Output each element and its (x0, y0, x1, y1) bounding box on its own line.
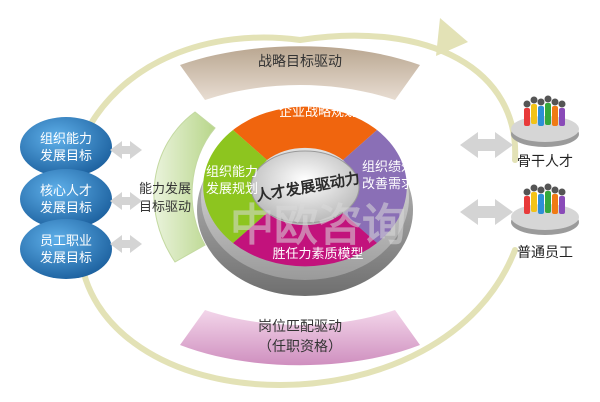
left-double-arrow-2 (110, 192, 142, 210)
goal-circle-3: 员工职业 发展目标 (20, 219, 112, 279)
people-group-1: 骨干人才 (511, 95, 579, 170)
segment-top (233, 106, 377, 160)
bottom-drive-band (180, 310, 420, 366)
watermark: 中欧咨询 (230, 200, 406, 251)
right-double-arrow-2 (460, 199, 513, 225)
goal-1-line1: 组织能力 (40, 132, 92, 147)
segment-bottom-label: 胜任力素质模型 (272, 247, 363, 262)
goal-circle-2: 核心人才 发展目标 (20, 169, 112, 229)
bottom-drive-label-2: （任职资格） (258, 339, 342, 355)
group-1-label: 骨干人才 (517, 154, 573, 170)
people-icon (523, 95, 566, 126)
goal-circle-1: 组织能力 发展目标 (20, 117, 112, 177)
left-drive-band (153, 111, 216, 263)
segment-top-label: 企业战略规划 (279, 104, 357, 120)
left-drive-label-1: 能力发展 (139, 181, 191, 197)
goal-2-line1: 核心人才 (40, 184, 92, 199)
segment-left-label-2: 发展规划 (206, 181, 258, 197)
right-double-arrow-1 (460, 132, 513, 158)
goal-3-line2: 发展目标 (40, 250, 92, 266)
segment-bottom (233, 213, 377, 267)
group-2-label: 普通员工 (517, 245, 573, 261)
top-drive-band (180, 46, 420, 100)
bottom-drive-label-1: 岗位匹配驱动 (258, 319, 342, 335)
goal-3-line1: 员工职业 (40, 234, 92, 249)
segment-left (203, 130, 267, 243)
goal-2-line2: 发展目标 (40, 200, 92, 216)
hub (250, 150, 360, 224)
left-drive-label-2: 目标驱动 (139, 200, 191, 215)
segment-right (343, 130, 407, 243)
goal-1-line2: 发展目标 (40, 148, 92, 164)
left-double-arrow-3 (110, 235, 142, 253)
left-double-arrow-1 (110, 141, 142, 159)
people-icon (523, 183, 566, 214)
segment-left-label-1: 组织能力 (206, 165, 258, 180)
segment-right-label-1: 组织绩效 (362, 160, 414, 175)
people-group-2: 普通员工 (511, 183, 579, 261)
cycle-arrowhead (436, 18, 468, 56)
top-drive-label: 战略目标驱动 (258, 54, 342, 70)
segment-right-label-2: 改善需求 (362, 176, 414, 192)
